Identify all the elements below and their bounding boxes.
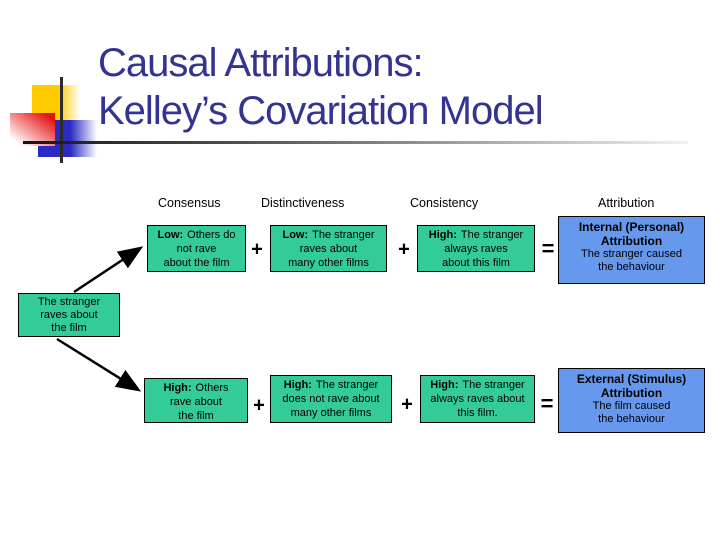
row2-distinctiveness-line2: does not rave about <box>282 393 380 405</box>
slide-title: Causal Attributions: Kelley’s Covariatio… <box>98 39 544 135</box>
row1-distinctiveness-keyword: Low: <box>282 229 309 241</box>
row1-attribution-box: Internal (Personal) Attribution The stra… <box>558 216 705 284</box>
header-consistency: Consistency <box>410 196 479 210</box>
row1-consensus-line1: Others do <box>187 229 236 241</box>
row2-attribution-heading1: External (Stimulus) <box>576 372 687 386</box>
row2-attribution-heading2: Attribution <box>600 386 663 400</box>
row2-equals-operator: = <box>540 391 554 416</box>
antecedent-line1: The stranger <box>37 296 101 308</box>
decor-vertical-line <box>60 77 63 163</box>
antecedent-line3: the film <box>51 322 87 334</box>
arrow-to-row1 <box>73 246 144 294</box>
row1-equals-operator: = <box>541 236 555 261</box>
row1-consistency-line3: about this film <box>442 257 510 269</box>
row2-consistency-line2: always raves about <box>430 393 525 405</box>
decor-red-square <box>10 113 55 146</box>
row1-distinctiveness-box: Low:The stranger raves about many other … <box>270 225 387 272</box>
row1-plus-operator-1: + <box>251 238 263 261</box>
row1-consistency-box: High:The stranger always raves about thi… <box>417 225 535 272</box>
row1-consensus-box: Low:Others do not rave about the film <box>147 225 246 272</box>
row1-consensus-line3: about the film <box>163 257 230 269</box>
header-consensus: Consensus <box>158 196 221 210</box>
antecedent-line2: raves about <box>40 309 98 321</box>
row2-distinctiveness-box: High:The stranger does not rave about ma… <box>270 375 392 423</box>
row2-attribution-box: External (Stimulus) Attribution The film… <box>558 368 705 433</box>
row2-consensus-line3: the film <box>178 410 214 422</box>
row1-plus-operator-2: + <box>398 238 410 261</box>
row1-attribution-body1: The stranger caused <box>581 248 682 260</box>
row1-consistency-keyword: High: <box>428 229 457 241</box>
row1-distinctiveness-line2: raves about <box>299 243 358 255</box>
row2-consensus-box: High:Others rave about the film <box>144 378 248 423</box>
row2-plus-operator-2: + <box>401 393 413 416</box>
row1-consensus-line2: not rave <box>176 243 217 255</box>
row2-attribution-body1: The film caused <box>592 400 671 412</box>
row2-consensus-line1: Others <box>195 382 229 394</box>
row2-consistency-box: High:The stranger always raves about thi… <box>420 375 535 423</box>
slide-title-line1: Causal Attributions: <box>98 41 424 85</box>
row1-consistency-line1: The stranger <box>460 229 524 241</box>
row2-consensus-line2: rave about <box>170 396 222 408</box>
row2-plus-operator-1: + <box>253 394 265 417</box>
row1-consensus-keyword: Low: <box>157 229 184 241</box>
row1-attribution-heading2: Attribution <box>600 234 663 248</box>
row1-distinctiveness-line1: The stranger <box>312 229 375 241</box>
row1-attribution-body2: the behaviour <box>598 261 665 273</box>
row2-consensus-keyword: High: <box>163 382 192 394</box>
row1-distinctiveness-line3: many other films <box>288 257 369 269</box>
row1-attribution-heading1: Internal (Personal) <box>578 220 685 234</box>
row2-consistency-keyword: High: <box>430 379 459 391</box>
arrow-to-row2 <box>56 337 142 392</box>
slide-title-line2: Kelley’s Covariation Model <box>98 89 544 133</box>
row2-consistency-line3: this film. <box>457 407 498 419</box>
row2-distinctiveness-line3: many other films <box>290 407 372 419</box>
row2-distinctiveness-keyword: High: <box>283 379 312 391</box>
row2-distinctiveness-line1: The stranger <box>315 379 379 391</box>
row2-attribution-body2: the behaviour <box>598 413 665 425</box>
antecedent-box: The stranger raves about the film <box>18 293 120 337</box>
header-distinctiveness: Distinctiveness <box>261 196 345 210</box>
header-attribution: Attribution <box>598 196 655 210</box>
row1-consistency-line2: always raves <box>444 243 508 255</box>
row2-consistency-line1: The stranger <box>462 379 525 391</box>
title-underline-rule <box>23 141 688 144</box>
